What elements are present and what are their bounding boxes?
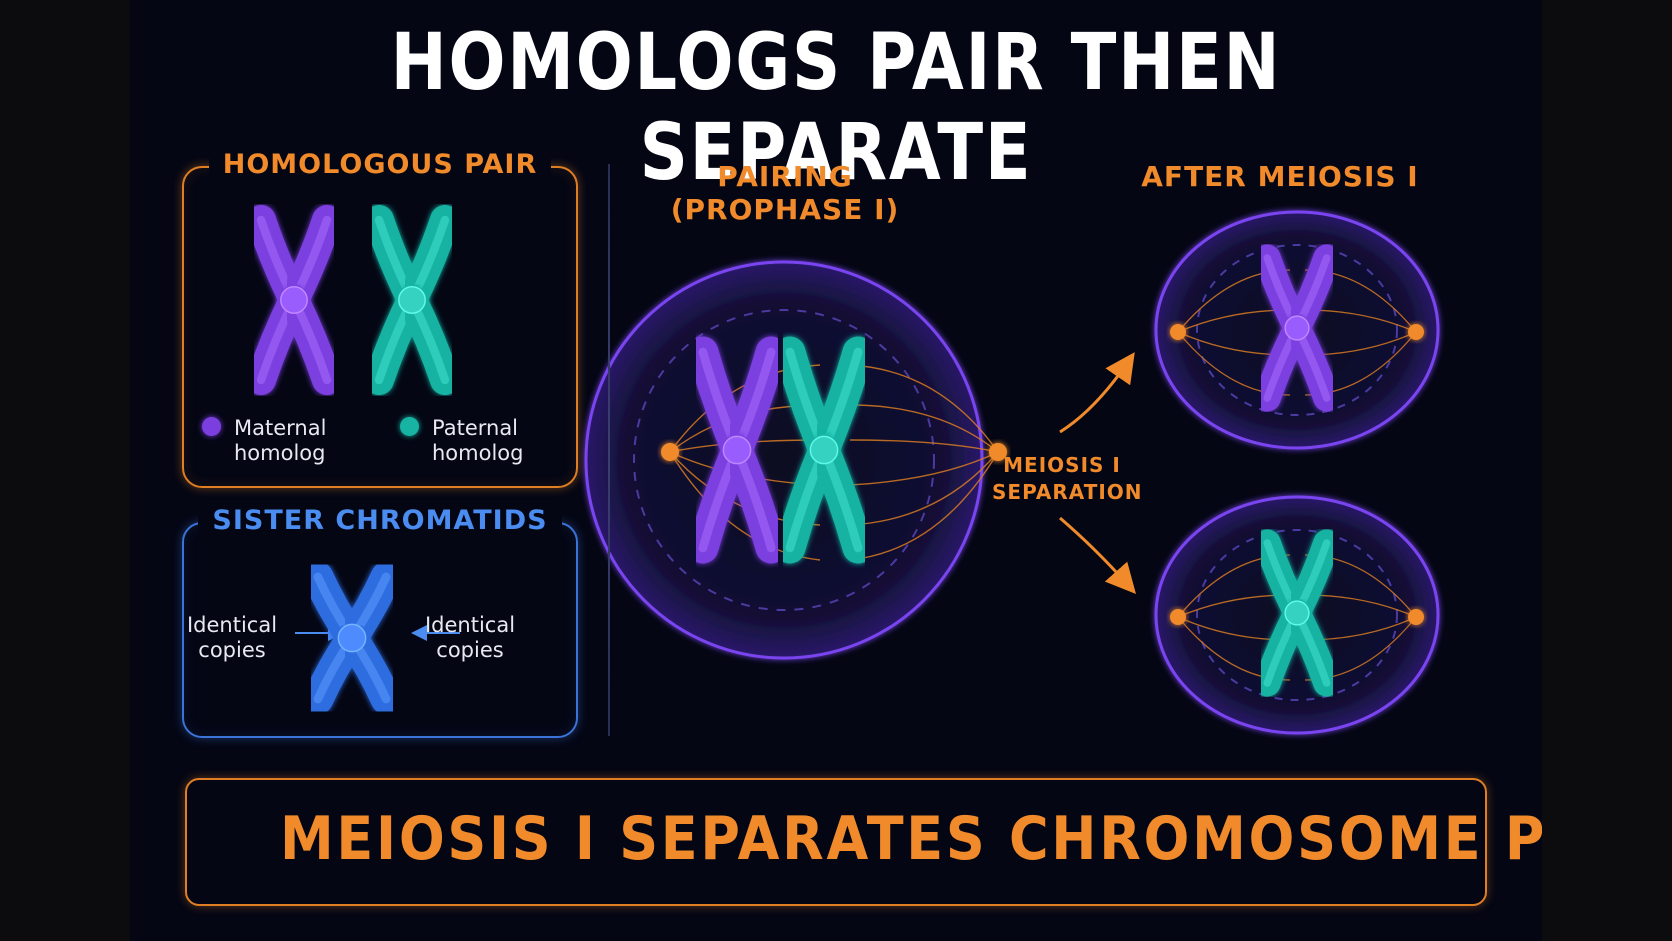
sister-chromatid-chromosome [302, 561, 402, 715]
paired-maternal-chromosome [687, 336, 787, 564]
separation-label: MEIOSIS I SEPARATION [992, 453, 1143, 504]
homologous-pair-heading: HOMOLOGOUS PAIR [208, 149, 552, 180]
homologous-pair-panel: HOMOLOGOUS PAIR [182, 149, 578, 488]
paternal-chromosome [364, 205, 460, 395]
pairing-heading: PAIRING (PROPHASE I) [670, 160, 900, 226]
after-meiosis-heading: AFTER MEIOSIS I [1141, 160, 1419, 193]
sister-chromatids-panel: SISTER CHROMATIDS [182, 505, 578, 738]
sister-chromatids-heading: SISTER CHROMATIDS [198, 505, 562, 536]
maternal-label: Maternal homolog [234, 416, 327, 465]
centrosome-right [989, 443, 1007, 461]
centrosome-left [661, 443, 679, 461]
identical-copies-left: Identical copies [186, 613, 278, 662]
paired-paternal-chromosome [774, 336, 874, 564]
diagram-art [246, 205, 1440, 735]
arrow-down [1059, 516, 1136, 594]
summary-banner [185, 778, 1487, 906]
separated-maternal-chromosome [1253, 244, 1341, 412]
page-title: HOMOLOGS PAIR THEN SEPARATE [390, 18, 1282, 198]
maternal-legend-dot [202, 417, 221, 436]
paternal-legend-dot [400, 417, 419, 436]
arrow-up [1059, 352, 1135, 434]
paternal-label: Paternal homolog [432, 416, 524, 465]
identical-copies-right: Identical copies [424, 613, 516, 662]
maternal-chromosome [246, 205, 342, 395]
pairing-cell [584, 260, 1007, 660]
separated-paternal-chromosome [1253, 529, 1341, 697]
panel-divider [608, 164, 610, 736]
summary-text: MEIOSIS I SEPARATES CHROMOSOME PAIRS. [280, 804, 1542, 874]
diagram-canvas: HOMOLOGS PAIR THEN SEPARATE [130, 0, 1542, 941]
